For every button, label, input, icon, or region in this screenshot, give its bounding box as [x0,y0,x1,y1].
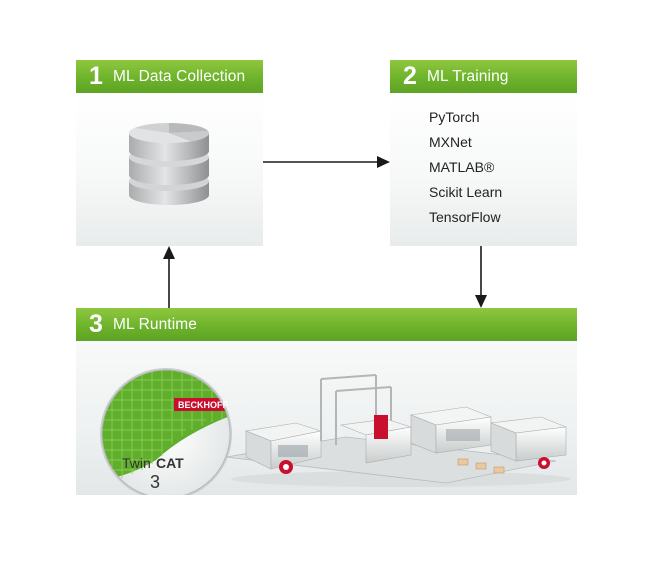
card-body [76,93,263,246]
card-header: 1 ML Data Collection [76,60,263,93]
arrow-runtime-to-collection [163,246,175,308]
framework-item: MXNet [429,134,472,150]
ml-data-collection-card: 1 ML Data Collection [76,60,263,246]
ml-runtime-card: 3 ML Runtime [76,308,577,495]
database-icon [129,123,209,205]
twincat-disc-image: BECKHOFF Twin CAT 3 [100,368,232,495]
arrow-training-to-runtime [475,246,487,308]
framework-item: PyTorch [429,109,480,125]
framework-item: TensorFlow [429,209,501,225]
product-label-a: Twin [122,455,151,471]
card-title: ML Data Collection [113,67,246,85]
card-header: 3 ML Runtime [76,308,577,341]
product-label-b: CAT [156,455,184,471]
card-title: ML Training [427,67,509,85]
packaging-machine-image [226,374,571,487]
step-number: 2 [403,62,417,90]
arrow-collection-to-training [263,156,390,168]
ml-training-card: 2 ML Training PyTorch MXNet MATLAB® Scik… [390,60,577,246]
card-body: PyTorch MXNet MATLAB® Scikit Learn Tenso… [390,93,577,246]
step-number: 1 [89,62,103,90]
brand-label: BECKHOFF [178,400,228,410]
framework-item: Scikit Learn [429,184,503,200]
card-body: BECKHOFF Twin CAT 3 [76,341,577,495]
card-header: 2 ML Training [390,60,577,93]
framework-item: MATLAB® [429,159,495,175]
step-number: 3 [89,310,103,338]
version-label: 3 [150,472,160,492]
card-title: ML Runtime [113,315,197,333]
framework-list: PyTorch MXNet MATLAB® Scikit Learn Tenso… [429,105,502,230]
